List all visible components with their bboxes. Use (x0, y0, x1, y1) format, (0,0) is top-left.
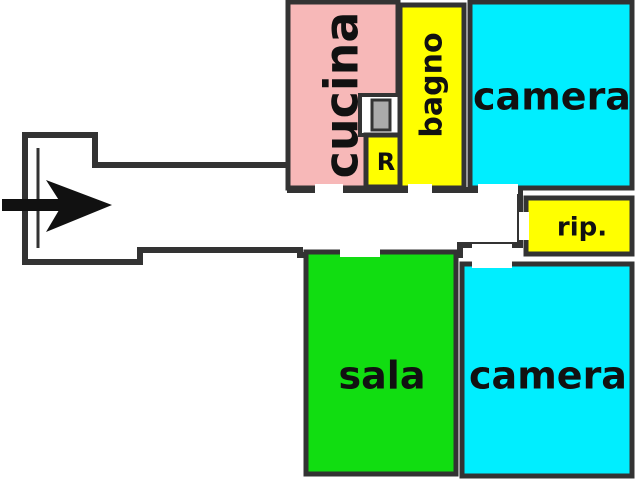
door-sala (340, 247, 380, 257)
room-ripostiglio-area (523, 195, 635, 257)
room-bagno-label: bagno (415, 32, 450, 137)
room-camera-bottom-area (459, 261, 635, 479)
arrow-shaft (2, 199, 72, 211)
room-sala[interactable]: sala (303, 249, 459, 477)
room-sala-area (303, 249, 459, 477)
door-camera-bottom (472, 244, 512, 268)
room-camera-bottom[interactable]: camera (459, 261, 635, 479)
room-cucina-label: cucina (315, 12, 369, 179)
door-openings (315, 184, 529, 268)
room-camera-top-label: camera (473, 75, 631, 119)
arrow-head (46, 180, 112, 232)
cucina-notch-inner (370, 98, 392, 132)
room-bagno[interactable]: bagno (397, 2, 467, 191)
arrow-right-icon (2, 180, 112, 232)
room-ripostiglio[interactable]: rip. (523, 195, 635, 257)
room-camera-top[interactable]: camera (467, 0, 635, 191)
room-r-label: R (377, 148, 395, 176)
door-cucina (315, 184, 343, 194)
room-bagno-area (397, 2, 467, 191)
corridor (22, 132, 523, 265)
room-sala-label: sala (339, 354, 426, 398)
door-ripostiglio (519, 212, 529, 240)
door-bagno (408, 184, 432, 194)
room-ripostiglio-label: rip. (557, 213, 607, 243)
room-camera-bottom-label: camera (469, 354, 627, 398)
room-camera-top-area (467, 0, 635, 191)
corridor-wall (22, 132, 523, 265)
door-camera-top (478, 184, 518, 194)
